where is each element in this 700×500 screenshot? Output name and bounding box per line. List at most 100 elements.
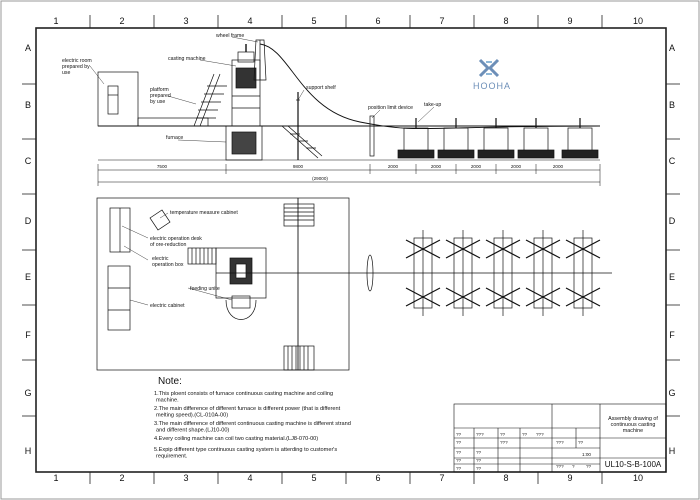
dimension-2: 9800 — [293, 164, 304, 169]
label-support-shelf: support shelf — [306, 85, 336, 91]
grid-ticks — [22, 15, 680, 484]
col-label-bottom-9: 9 — [567, 473, 572, 483]
row-label-a: A — [25, 43, 31, 53]
label-temperature-cabinet: temperature measure cabinet — [170, 210, 238, 216]
position-limit-device — [369, 115, 375, 157]
row-label-e: E — [25, 272, 31, 282]
col-label-4: 4 — [247, 16, 252, 26]
tb-mark-15: ?? — [476, 466, 482, 471]
col-label-bottom-10: 10 — [633, 473, 643, 483]
col-label-7: 7 — [439, 16, 444, 26]
row-label-d: D — [25, 216, 32, 226]
label-feeding-unit: feeding unite — [190, 286, 220, 292]
col-label-bottom-3: 3 — [183, 473, 188, 483]
tb-mark-6: ??? — [556, 440, 564, 445]
row-label-right-h: H — [669, 446, 676, 456]
take-up-unit — [397, 118, 435, 159]
tb-mark-8: ?? — [456, 440, 462, 445]
logo-text: HOOHA — [473, 81, 511, 91]
dimension-3: 2000 — [388, 164, 399, 169]
col-label-bottom-6: 6 — [375, 473, 380, 483]
plan-view — [96, 197, 612, 371]
plan-leader-lines — [121, 212, 233, 306]
tb-mark-10: ?? — [456, 450, 462, 455]
take-up-unit — [477, 118, 515, 159]
row-label-right-f: F — [669, 330, 675, 340]
note-1: 1.This ploent consists of furnace contin… — [154, 391, 333, 404]
take-up-unit — [517, 118, 555, 159]
tb-mark-5: ??? — [536, 432, 544, 437]
plan-coiler — [485, 230, 521, 316]
row-label-right-g: G — [668, 388, 675, 398]
col-label-bottom-5: 5 — [311, 473, 316, 483]
electric-room — [97, 71, 139, 127]
row-label-c: C — [25, 156, 32, 166]
dimension-7: 2000 — [553, 164, 564, 169]
plan-coiler — [565, 230, 601, 316]
notes-title: Note: — [158, 376, 182, 387]
col-label-bottom-7: 7 — [439, 473, 444, 483]
label-take-up: take-up — [424, 102, 441, 108]
note-2: 2.The main difference of different furna… — [154, 406, 341, 419]
col-label-8: 8 — [503, 16, 508, 26]
tb-mark-13: ?? — [476, 458, 482, 463]
title-block — [453, 403, 667, 473]
dimension-5: 2000 — [471, 164, 482, 169]
plan-coiler — [525, 230, 561, 316]
platform — [137, 117, 209, 127]
note-4: 4.Every coiling machine can coil two cas… — [154, 436, 318, 442]
tb-mark-7: ?? — [578, 440, 584, 445]
product-line — [259, 43, 601, 130]
row-label-h: H — [25, 446, 32, 456]
furnace — [225, 125, 263, 161]
row-label-right-e: E — [669, 272, 675, 282]
note-5: 5.Expip different type continuous castin… — [154, 447, 337, 460]
tb-mark-14: ?? — [456, 466, 462, 471]
col-label-9: 9 — [567, 16, 572, 26]
temperature-cabinet — [149, 209, 171, 231]
row-label-right-b: B — [669, 100, 675, 110]
lower-stairs — [281, 125, 323, 159]
dimension-1: 7500 — [157, 164, 168, 169]
casting-machine-mechanism — [235, 67, 257, 89]
row-label-right-d: D — [669, 216, 676, 226]
tb-mark-2: ??? — [476, 432, 484, 437]
col-label-3: 3 — [183, 16, 188, 26]
label-electric-cabinet: electric cabinet — [150, 303, 185, 309]
platform-stairs — [193, 73, 227, 127]
tb-mark-3: ?? — [500, 432, 506, 437]
plan-coiler — [405, 230, 441, 316]
col-label-6: 6 — [375, 16, 380, 26]
notes-block: Note: 1.This ploent consists of furnace … — [154, 376, 351, 460]
label-position-limit: position limit device — [368, 105, 413, 111]
wheel-frame — [253, 39, 267, 81]
col-label-bottom-8: 8 — [503, 473, 508, 483]
label-casting-machine: casting machine — [168, 56, 206, 62]
col-label-5: 5 — [311, 16, 316, 26]
electric-room-door — [107, 85, 119, 115]
tb-scale: 1:00 — [582, 452, 591, 457]
take-up-unit — [437, 118, 475, 159]
col-label-2: 2 — [119, 16, 124, 26]
label-furnace: furnace — [166, 135, 183, 141]
tb-mark-16: ??? — [556, 464, 564, 469]
col-label-bottom-2: 2 — [119, 473, 124, 483]
tb-mark-4: ?? — [522, 432, 528, 437]
side-leader-lines — [89, 36, 435, 143]
tb-mark-17: ? — [572, 464, 575, 469]
row-label-right-a: A — [669, 43, 675, 53]
plan-position-limit — [366, 254, 374, 292]
tb-drawing-number: UL10-S-B-100A — [605, 460, 662, 469]
col-label-bottom-1: 1 — [53, 473, 58, 483]
dimension-6: 2000 — [511, 164, 522, 169]
tb-mark-9: ??? — [500, 440, 508, 445]
tb-mark-12: ?? — [456, 458, 462, 463]
col-label-1: 1 — [53, 16, 58, 26]
label-wheel-frame: wheel frame — [216, 33, 244, 39]
furnace-core — [231, 131, 257, 155]
